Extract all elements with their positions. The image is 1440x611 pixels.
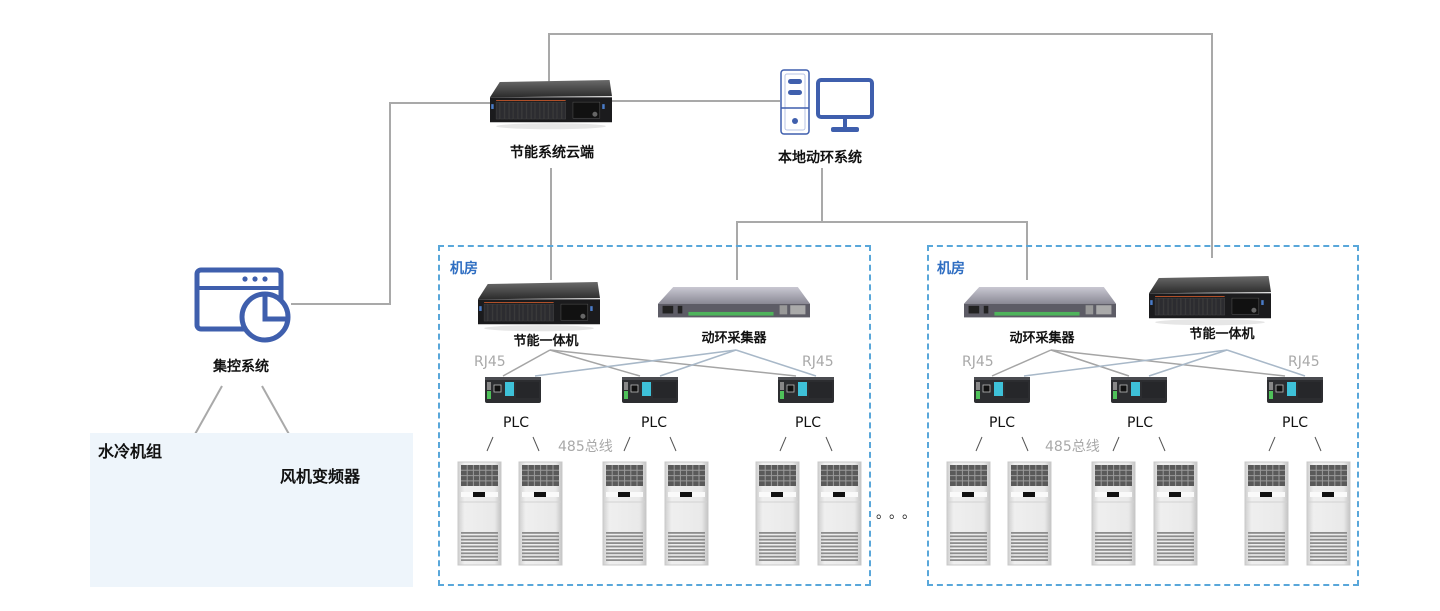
line-local-branch (736, 221, 1028, 280)
room-1-rj45-links (502, 349, 817, 377)
room-1-ac-unit-2-icon (518, 461, 563, 566)
room-1-server-label: 节能一体机 (513, 334, 579, 349)
room-2-485-bus-links (975, 436, 1322, 452)
connection-lines (184, 33, 1213, 453)
room-1-rj45-left: RJ45 (474, 354, 506, 370)
room-1-title: 机房 (450, 261, 478, 277)
room-2-server-label: 节能一体机 (1189, 327, 1255, 342)
room-2-ac-unit-1-icon (946, 461, 991, 566)
chiller-label: 水冷机组 (98, 442, 163, 461)
room-2-collector-icon (964, 287, 1116, 318)
room-1-ac-unit-6-icon (817, 461, 862, 566)
room-1-ac-unit-3-icon (602, 461, 647, 566)
room-1-collector-icon (658, 287, 810, 318)
cloud-rack-server-icon (490, 80, 612, 130)
room-1-ac-unit-5-icon (755, 461, 800, 566)
local-system-label: 本地动环系统 (778, 150, 862, 166)
room-1-plc-2-icon (622, 377, 678, 403)
cloud-label: 节能系统云端 (510, 145, 594, 161)
room-2-rj45-links (991, 349, 1306, 377)
room-1-plc-3-label: PLC (794, 415, 822, 431)
room-2-server-icon (1149, 276, 1271, 326)
room-2-plc-3-label: PLC (1281, 415, 1309, 431)
room-2-ac-unit-6-icon (1306, 461, 1351, 566)
room-2-plc-1-label: PLC (988, 415, 1016, 431)
room-2-ac-unit-2-icon (1007, 461, 1052, 566)
room-1-bus-label: 485总线 (558, 439, 613, 455)
room-1-plc-1-icon (485, 377, 541, 403)
room-1-plc-3-icon (778, 377, 834, 403)
room-2-rj45-right: RJ45 (1288, 354, 1320, 370)
room-1-rj45-right: RJ45 (802, 354, 834, 370)
line-central-to-cloud (291, 102, 490, 305)
room-1-plc-2-label: PLC (640, 415, 668, 431)
room-1-ac-unit-4-icon (664, 461, 709, 566)
more-rooms-ellipsis: 。。。 (876, 506, 922, 522)
room-1-collector-label: 动环采集器 (701, 331, 767, 346)
room-2-boundary (927, 245, 1359, 586)
room-1-server-icon (478, 282, 600, 332)
equipment-panel (90, 433, 413, 587)
room-2-rj45-left: RJ45 (962, 354, 994, 370)
room-2-ac-unit-5-icon (1244, 461, 1289, 566)
local-system-computer-icon (780, 69, 874, 135)
central-control-dashboard-icon (194, 267, 291, 343)
room-2-ac-unit-4-icon (1153, 461, 1198, 566)
room-2-bus-label: 485总线 (1045, 439, 1100, 455)
room-2-plc-2-label: PLC (1126, 415, 1154, 431)
line-top-loop (548, 33, 1213, 258)
room-2-plc-1-icon (974, 377, 1030, 403)
room-2-plc-3-icon (1267, 377, 1323, 403)
room-2-plc-2-icon (1111, 377, 1167, 403)
room-1-ac-unit-1-icon (457, 461, 502, 566)
fan-inverter-label: 风机变频器 (280, 467, 361, 486)
room-2-ac-unit-3-icon (1091, 461, 1136, 566)
room-2-title: 机房 (937, 261, 965, 277)
room-1-485-bus-links (486, 436, 833, 452)
room-1-boundary (438, 245, 871, 586)
room-2-collector-label: 动环采集器 (1009, 331, 1075, 346)
central-control-label: 集控系统 (213, 359, 269, 375)
room-1-plc-1-label: PLC (502, 415, 530, 431)
